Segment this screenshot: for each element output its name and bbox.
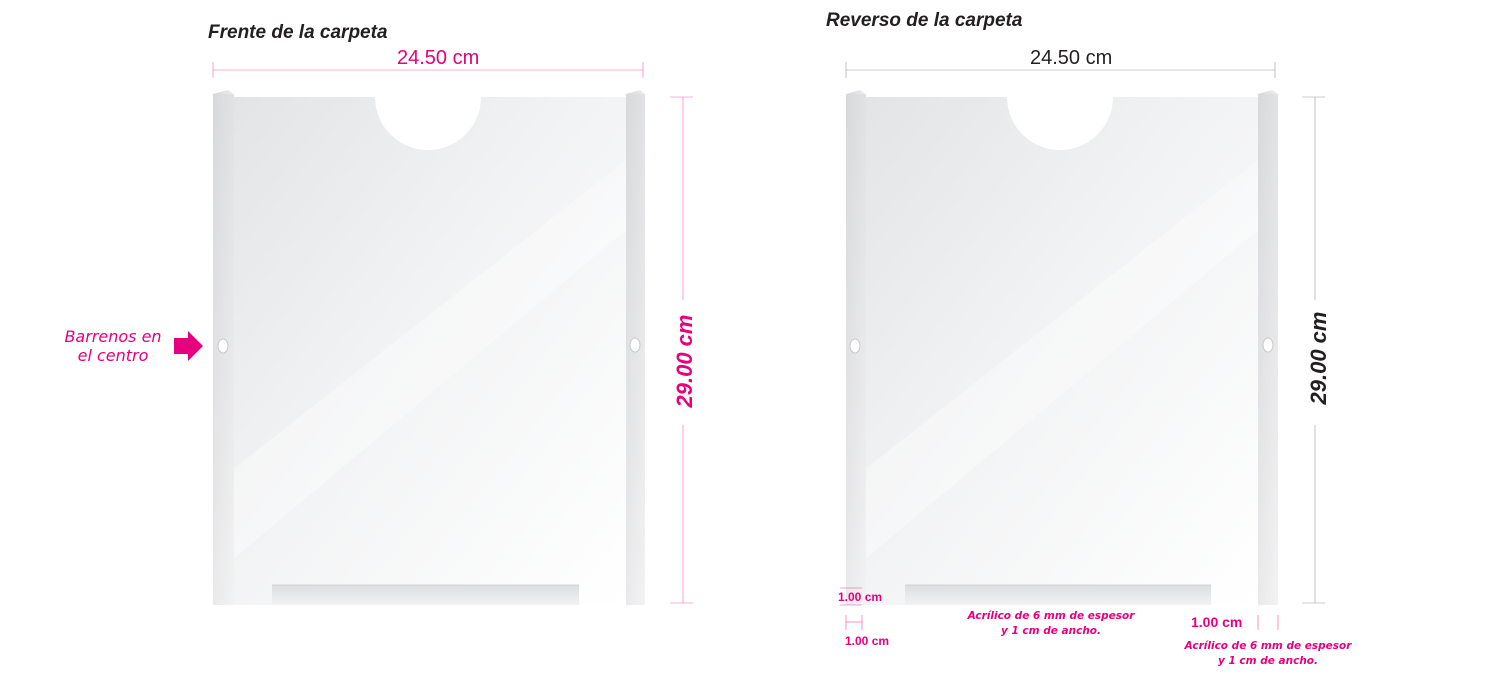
back-reflection xyxy=(864,160,1258,560)
back-height-label: 29.00 cm xyxy=(1306,311,1331,405)
holes-label-line2: el centro xyxy=(77,346,149,365)
back-edge-dimension-marks xyxy=(840,587,1279,630)
back-panel xyxy=(864,97,1258,605)
arrow-right-icon xyxy=(174,331,203,361)
front-bottom-bar xyxy=(272,585,579,605)
holes-label-line1: Barrenos en xyxy=(64,327,162,346)
back-right-edge-label: 1.00 cm xyxy=(1191,614,1243,630)
front-width-label: 24.50 cm xyxy=(397,47,480,69)
back-note-right-line2: y 1 cm de ancho. xyxy=(1217,655,1319,667)
back-note-right-line1: Acrílico de 6 mm de espesor xyxy=(1184,640,1352,652)
back-note-center-line2: y 1 cm de ancho. xyxy=(1000,625,1102,637)
back-height-dimension xyxy=(1302,96,1325,604)
back-edge-label-horizontal: 1.00 cm xyxy=(845,634,890,648)
back-width-dimension xyxy=(845,62,1276,78)
front-height-label: 29.00 cm xyxy=(672,314,697,408)
front-right-hole xyxy=(629,337,641,353)
back-edge-label-vertical: 1.00 cm xyxy=(838,590,883,604)
back-left-hole xyxy=(849,338,861,354)
back-note-center: Acrílico de 6 mm de espesor y 1 cm de an… xyxy=(958,609,1144,639)
front-reflection xyxy=(232,160,626,560)
back-title: Reverso de la carpeta xyxy=(826,10,1023,31)
front-panel xyxy=(232,97,626,605)
back-bottom-bar xyxy=(905,585,1211,605)
front-folder xyxy=(174,62,693,605)
back-folder xyxy=(840,62,1325,630)
back-note-right: Acrílico de 6 mm de espesor y 1 cm de an… xyxy=(1175,639,1361,669)
back-note-center-line1: Acrílico de 6 mm de espesor xyxy=(967,610,1135,622)
back-right-hole xyxy=(1262,337,1274,353)
front-height-dimension xyxy=(670,96,693,604)
front-title: Frente de la carpeta xyxy=(208,22,388,43)
front-left-hole xyxy=(217,338,229,354)
back-width-label: 24.50 cm xyxy=(1030,47,1113,69)
holes-label: Barrenos en el centro xyxy=(56,327,170,365)
front-width-dimension xyxy=(212,62,644,78)
